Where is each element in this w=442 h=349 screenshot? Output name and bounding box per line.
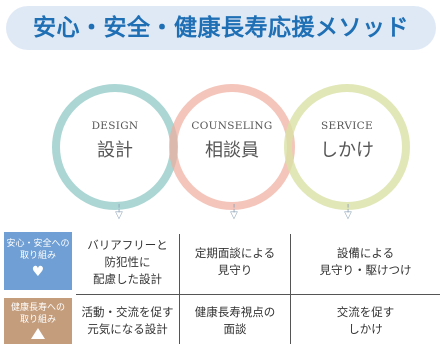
table-cell: 活動・交流を促す 元気になる設計 — [81, 305, 174, 336]
table-cell: 設備による 見守り・駆けつけ — [319, 246, 412, 277]
title-banner: 安心・安全・健康長寿応援メソッド — [6, 6, 436, 50]
service-jp-label: しかけ — [320, 140, 374, 161]
triangle-icon — [31, 328, 45, 339]
counseling-en-label: COUNSELING — [191, 120, 273, 132]
row-label-health: 健康長寿への 取り組み — [4, 298, 72, 344]
design-en-label: DESIGN — [91, 120, 139, 132]
arrow-down-icon: ¦▽ — [344, 203, 352, 221]
arrow-down-icon: ¦▽ — [115, 203, 123, 221]
counseling-jp-label: 相談員 — [205, 140, 259, 161]
table-divider — [76, 294, 440, 295]
table-cell: バリアフリーと 防犯性に 配慮した設計 — [87, 237, 168, 286]
table-divider — [179, 234, 180, 344]
heart-icon: ♥ — [31, 264, 45, 280]
page-title: 安心・安全・健康長寿応援メソッド — [33, 15, 409, 41]
table-cell: 交流を促す しかけ — [336, 305, 395, 336]
service-en-label: SERVICE — [321, 120, 373, 132]
row-label-safety: 安心・安全への 取り組み ♥ — [4, 232, 72, 290]
table-cell: 健康長寿視点の 面談 — [194, 305, 276, 336]
arrow-down-icon: ¦▽ — [230, 203, 238, 221]
service-circle — [284, 84, 410, 210]
table-cell: 定期面談による 見守り — [194, 246, 276, 277]
table-divider — [290, 234, 291, 344]
design-jp-label: 設計 — [97, 140, 133, 161]
